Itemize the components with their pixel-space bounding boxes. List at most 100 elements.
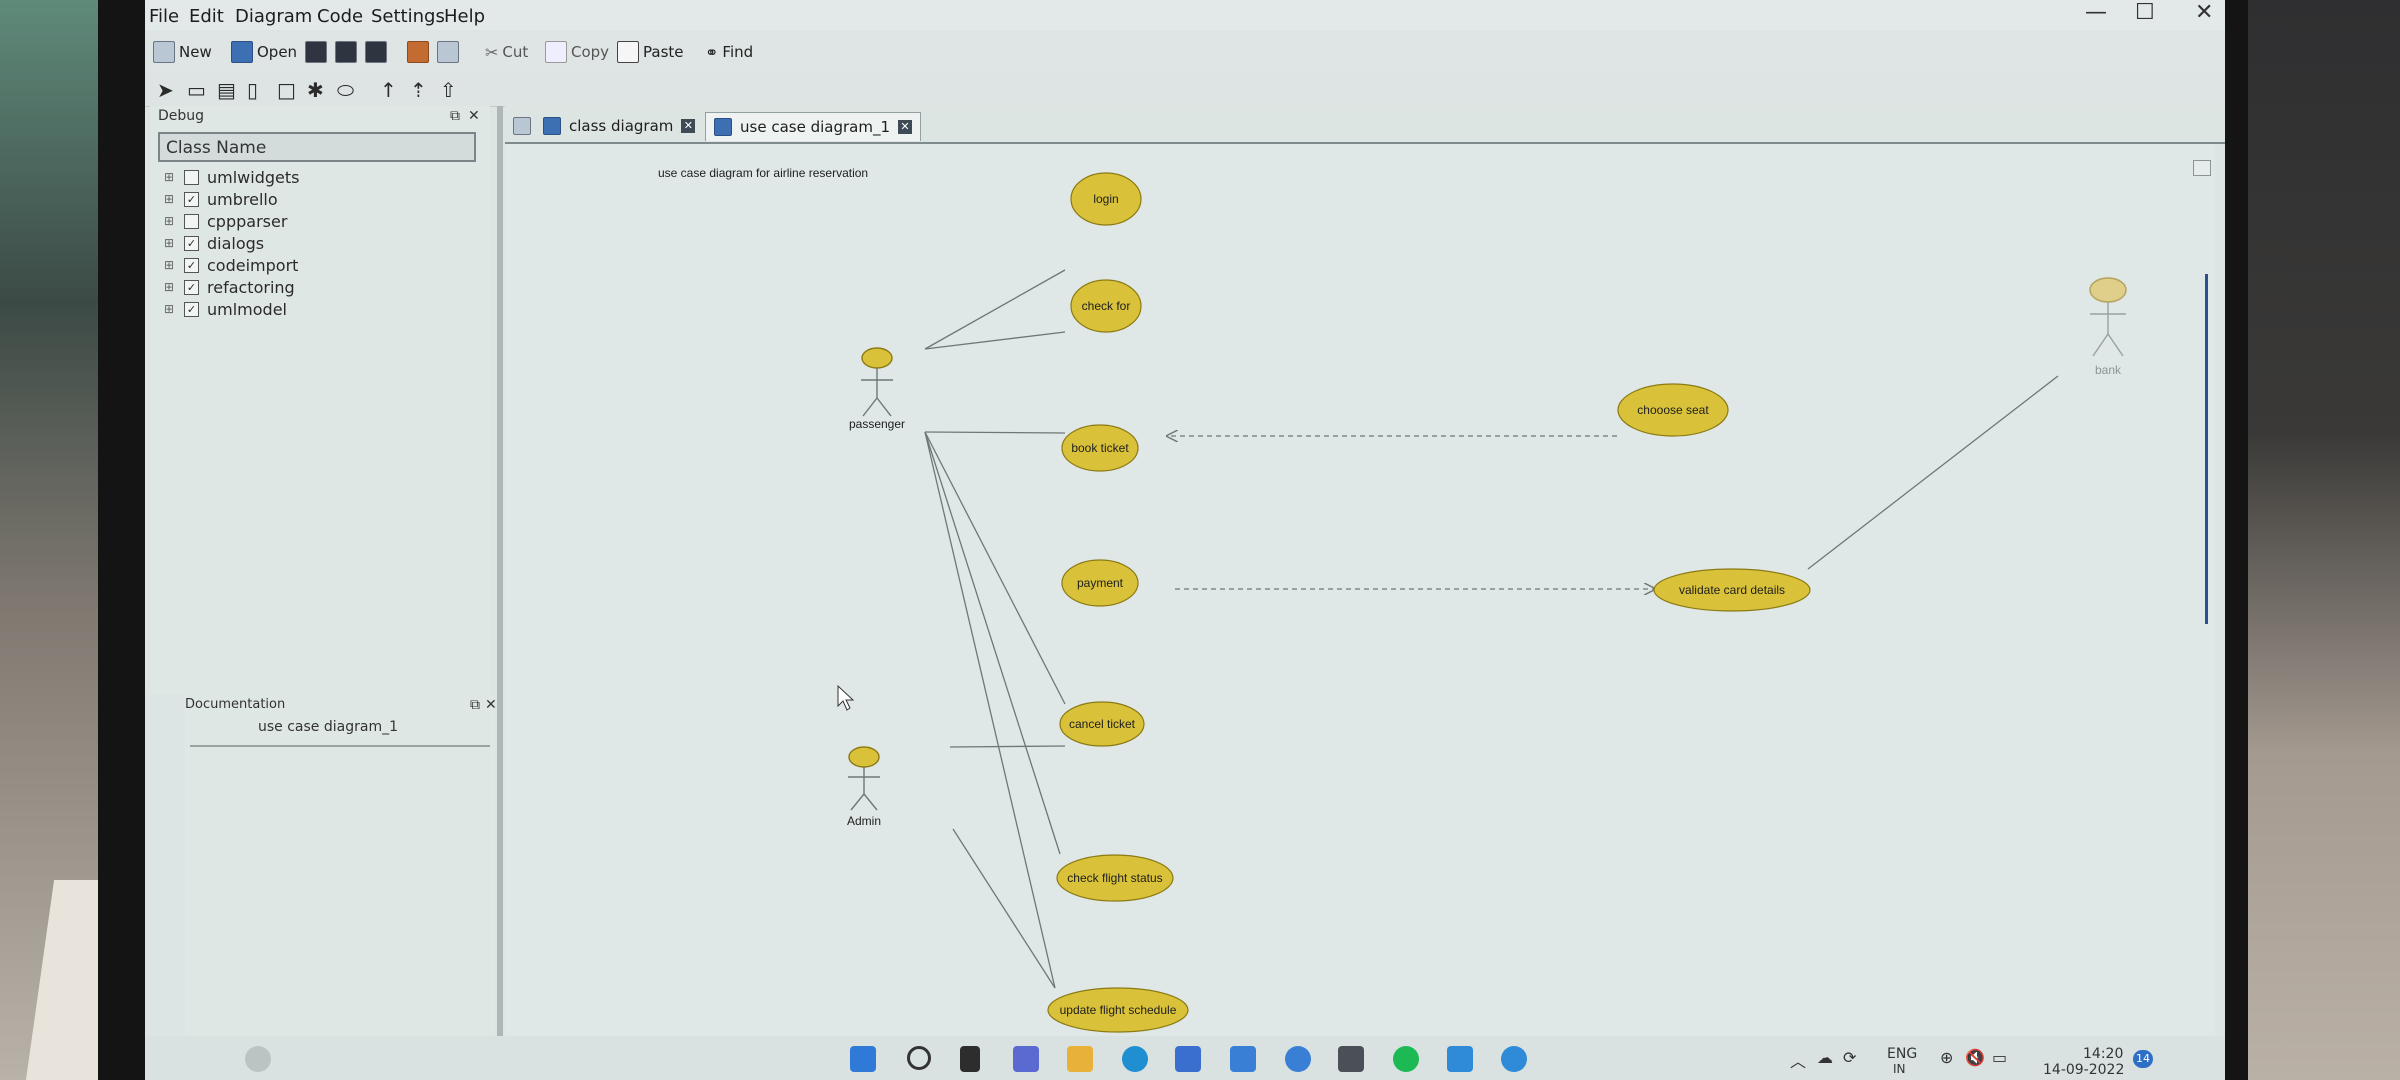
float-icon[interactable]: ⧉ [450, 108, 460, 124]
help-icon[interactable] [1285, 1046, 1311, 1072]
expand-icon[interactable]: ⊞ [164, 214, 175, 228]
menu-edit[interactable]: Edit [189, 6, 224, 27]
usecase-tool-icon[interactable]: ⬭ [337, 78, 355, 102]
speaker-muted-icon[interactable]: 🔇 [1965, 1048, 1985, 1067]
package-tool-icon[interactable]: ▤ [217, 78, 236, 102]
assoc-passenger-schedule[interactable] [924, 431, 1056, 989]
close-panel-icon[interactable]: ✕ [468, 108, 480, 124]
assoc-passenger-checkfor[interactable] [924, 331, 1066, 350]
tray-chevron-icon[interactable]: ︿ [1790, 1052, 1807, 1071]
tree-item[interactable]: ⊞ cppparser [164, 211, 288, 231]
assoc-admin-schedule[interactable] [952, 828, 1056, 989]
tab-use-case-diagram[interactable]: use case diagram_1 ✕ [705, 112, 921, 141]
expand-icon[interactable]: ⊞ [164, 280, 175, 294]
assoc-bank-validate[interactable] [1807, 375, 2059, 570]
umbrello-app-icon[interactable] [1230, 1046, 1256, 1072]
tab-class-diagram[interactable]: class diagram ✕ [535, 112, 703, 140]
tab-new-diagram[interactable] [505, 112, 539, 140]
close-tab-icon[interactable]: ✕ [681, 119, 696, 133]
file-explorer-icon[interactable] [1067, 1046, 1093, 1072]
app-window-icon[interactable] [1447, 1046, 1473, 1072]
scroll-up-button[interactable] [2193, 160, 2211, 176]
dependency-tool-icon[interactable]: ⇡ [410, 78, 427, 102]
language-bottom[interactable]: IN [1893, 1062, 1906, 1076]
usecase-update-flight-schedule[interactable] [1047, 987, 1189, 1033]
tree-item[interactable]: ⊞ ✓ refactoring [164, 277, 295, 297]
task-view-icon[interactable] [960, 1046, 980, 1072]
sync-icon[interactable]: ⟳ [1843, 1048, 1857, 1067]
usecase-login[interactable] [1070, 172, 1142, 226]
usecase-choose-seat[interactable] [1617, 383, 1729, 437]
actor-bank[interactable] [2089, 277, 2127, 357]
panel-splitter[interactable] [497, 106, 503, 1036]
assoc-admin-cancel[interactable] [949, 745, 1066, 748]
menu-settings[interactable]: Settings [371, 6, 445, 27]
paste-button[interactable]: Paste [617, 40, 684, 64]
language-top[interactable]: ENG [1887, 1046, 1918, 1062]
select-arrow-icon[interactable]: ➤ [157, 78, 174, 102]
clock-time[interactable]: 14:20 [2083, 1046, 2124, 1062]
association-tool-icon[interactable]: ↑ [380, 78, 397, 102]
maximize-button[interactable]: ☐ [2135, 0, 2155, 25]
tree-item[interactable]: ⊞ ✓ umbrello [164, 189, 278, 209]
minimize-button[interactable]: — [2085, 0, 2107, 25]
edge-icon[interactable] [1122, 1046, 1148, 1072]
expand-icon[interactable]: ⊞ [164, 236, 175, 250]
usecase-check-flight-status[interactable] [1056, 854, 1174, 902]
spotify-icon[interactable] [1393, 1046, 1419, 1072]
settings-icon[interactable] [1501, 1046, 1527, 1072]
battery-icon[interactable]: ▭ [1992, 1048, 2008, 1067]
generalization-tool-icon[interactable]: ⇧ [440, 78, 457, 102]
expand-icon[interactable]: ⊞ [164, 302, 175, 316]
checkbox-checked-icon[interactable]: ✓ [184, 191, 199, 207]
tree-item[interactable]: ⊞ ✓ dialogs [164, 233, 265, 253]
tree-item[interactable]: ⊞ umlwidgets [164, 167, 300, 187]
notification-badge[interactable]: 14 [2133, 1050, 2153, 1068]
close-panel-icon[interactable]: ✕ [485, 697, 497, 713]
class-tool-icon[interactable]: ▭ [187, 78, 206, 102]
menu-file[interactable]: File [149, 6, 180, 27]
checkbox-checked-icon[interactable]: ✓ [184, 257, 199, 273]
box-tool-icon[interactable]: □ [277, 78, 296, 102]
expand-icon[interactable]: ⊞ [164, 258, 175, 272]
print-preview-button[interactable] [365, 40, 387, 64]
documentation-field[interactable]: use case diagram_1 [258, 719, 398, 735]
checkbox-checked-icon[interactable]: ✓ [184, 235, 199, 251]
undo-button[interactable] [407, 40, 429, 64]
clock-date[interactable]: 14-09-2022 [2043, 1062, 2125, 1078]
actor-passenger[interactable] [861, 347, 893, 417]
close-button[interactable]: ✕ [2195, 0, 2214, 25]
expand-icon[interactable]: ⊞ [164, 170, 175, 184]
widgets-icon[interactable] [245, 1046, 271, 1072]
onedrive-icon[interactable]: ☁ [1817, 1048, 1833, 1067]
menu-code[interactable]: Code [317, 6, 364, 27]
open-button[interactable]: Open [231, 40, 297, 64]
menu-diagram[interactable]: Diagram [235, 6, 313, 27]
actor-admin[interactable] [848, 746, 880, 811]
usecase-check-for[interactable] [1070, 279, 1142, 333]
redo-button[interactable] [437, 40, 459, 64]
teams-icon[interactable] [1013, 1046, 1039, 1072]
vertical-scrollbar[interactable] [2205, 274, 2208, 624]
save-button[interactable] [305, 40, 327, 64]
checkbox-checked-icon[interactable]: ✓ [184, 301, 199, 317]
expand-icon[interactable]: ⊞ [164, 192, 175, 206]
assoc-passenger-cancel[interactable] [924, 431, 1066, 705]
menu-help[interactable]: Help [444, 6, 486, 27]
tree-item[interactable]: ⊞ ✓ umlmodel [164, 299, 287, 319]
assoc-passenger-login[interactable] [924, 269, 1066, 350]
copy-button[interactable]: Copy [545, 40, 609, 64]
search-icon[interactable] [907, 1046, 931, 1070]
tree-item[interactable]: ⊞ ✓ codeimport [164, 255, 299, 275]
checkbox-unchecked-icon[interactable] [184, 169, 199, 185]
assoc-passenger-book[interactable] [924, 431, 1066, 434]
float-icon[interactable]: ⧉ [470, 697, 480, 713]
assoc-passenger-status[interactable] [924, 431, 1061, 855]
print-button[interactable] [335, 40, 357, 64]
store-icon[interactable] [1175, 1046, 1201, 1072]
usecase-payment[interactable] [1061, 559, 1139, 607]
actor-tool-icon[interactable]: ✱ [307, 78, 324, 102]
usecase-book-ticket[interactable] [1061, 424, 1139, 472]
checkbox-checked-icon[interactable]: ✓ [184, 279, 199, 295]
usecase-validate-card[interactable] [1653, 568, 1811, 612]
